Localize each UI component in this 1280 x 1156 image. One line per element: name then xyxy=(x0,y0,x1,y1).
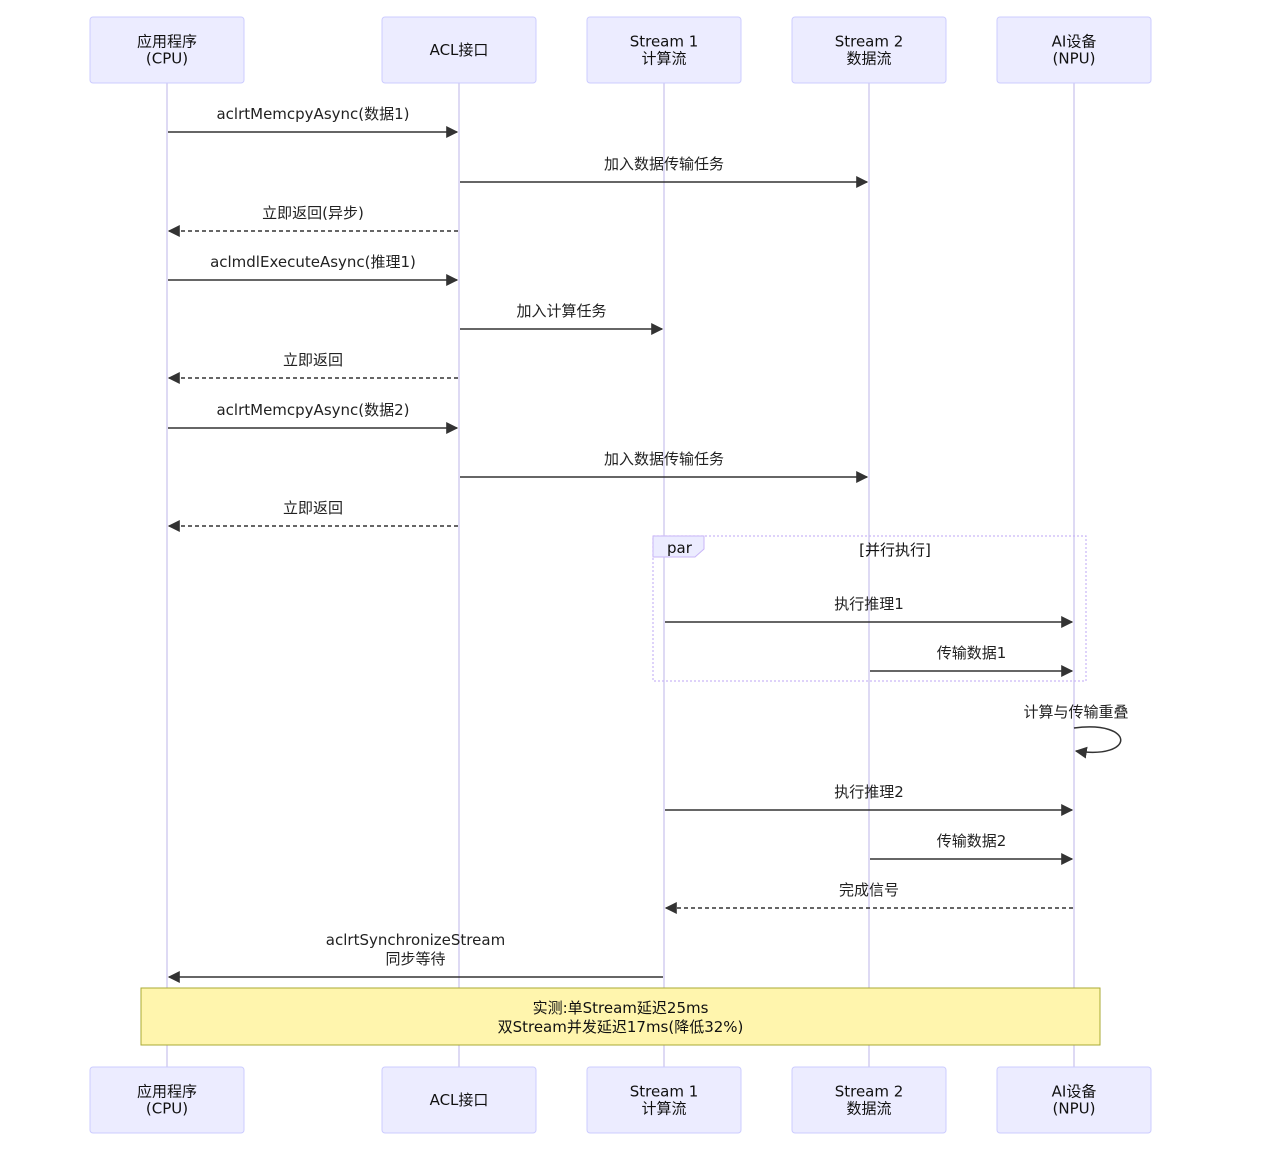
participant-box xyxy=(381,16,537,84)
message-label: 加入数据传输任务 xyxy=(604,155,724,173)
participant-npu-bottom: AI设备(NPU) xyxy=(996,1066,1152,1134)
participant-label: 数据流 xyxy=(846,1100,891,1118)
messages-layer: aclrtMemcpyAsync(数据1)加入数据传输任务立即返回(异步)acl… xyxy=(167,105,1129,983)
participant-label: 应用程序 xyxy=(137,33,197,51)
participant-box xyxy=(996,16,1152,84)
self-message-arrow xyxy=(1073,726,1122,759)
participant-label: ACL接口 xyxy=(430,1091,489,1109)
note-text: 实测:单Stream延迟25ms xyxy=(533,999,709,1017)
message-10: 执行推理1 xyxy=(665,595,1074,628)
participant-box xyxy=(586,1066,742,1134)
message-label: 完成信号 xyxy=(839,881,899,899)
par-frame xyxy=(652,535,1087,682)
message-5: 加入计算任务 xyxy=(460,302,664,335)
participant-label: ACL接口 xyxy=(430,41,489,59)
participant-box xyxy=(791,1066,947,1134)
message-1: aclrtMemcpyAsync(数据1) xyxy=(168,105,459,138)
lifelines-layer xyxy=(166,83,1075,1067)
par-block: par [并行执行] xyxy=(652,535,1087,682)
message-12: 计算与传输重叠 xyxy=(1023,703,1129,759)
message-7: aclrtMemcpyAsync(数据2) xyxy=(168,401,459,434)
message-label: aclmdlExecuteAsync(推理1) xyxy=(210,253,416,271)
participant-box xyxy=(586,16,742,84)
message-14: 传输数据2 xyxy=(870,832,1074,865)
participant-box xyxy=(996,1066,1152,1134)
message-15: 完成信号 xyxy=(664,881,1073,914)
message-8: 加入数据传输任务 xyxy=(460,450,869,483)
par-condition: [并行执行] xyxy=(859,541,931,559)
participant-label: (CPU) xyxy=(146,50,188,68)
message-label: 立即返回 xyxy=(283,351,343,369)
message-label: aclrtMemcpyAsync(数据1) xyxy=(216,105,409,123)
message-label: 立即返回(异步) xyxy=(262,204,364,222)
participant-label: Stream 2 xyxy=(835,33,904,51)
message-label: 执行推理1 xyxy=(834,595,904,613)
participant-npu-top: AI设备(NPU) xyxy=(996,16,1152,84)
participant-label: 计算流 xyxy=(641,50,686,68)
participant-label: 计算流 xyxy=(641,1100,686,1118)
message-4: aclmdlExecuteAsync(推理1) xyxy=(168,253,459,286)
participant-label: Stream 1 xyxy=(630,33,699,51)
participant-label: (NPU) xyxy=(1053,50,1096,68)
participant-label: (CPU) xyxy=(146,1100,188,1118)
message-11: 传输数据1 xyxy=(870,644,1074,677)
message-label: 立即返回 xyxy=(283,499,343,517)
participant-label: AI设备 xyxy=(1052,33,1097,51)
message-label: 加入数据传输任务 xyxy=(604,450,724,468)
participant-label: Stream 2 xyxy=(835,1083,904,1101)
message-2: 加入数据传输任务 xyxy=(460,155,869,188)
message-label: 加入计算任务 xyxy=(516,302,606,320)
message-label: aclrtSynchronizeStream xyxy=(326,931,505,949)
participant-box xyxy=(791,16,947,84)
participant-box xyxy=(89,16,245,84)
message-6: 立即返回 xyxy=(167,351,458,384)
message-3: 立即返回(异步) xyxy=(167,204,458,237)
participant-acl-top: ACL接口 xyxy=(381,16,537,84)
message-label: aclrtMemcpyAsync(数据2) xyxy=(216,401,409,419)
message-13: 执行推理2 xyxy=(665,783,1074,816)
message-label: 同步等待 xyxy=(385,950,445,968)
participant-box xyxy=(381,1066,537,1134)
participant-label: 应用程序 xyxy=(137,1083,197,1101)
message-label: 传输数据2 xyxy=(937,832,1007,850)
par-tab xyxy=(652,535,705,558)
message-label: 计算与传输重叠 xyxy=(1023,703,1128,721)
message-9: 立即返回 xyxy=(167,499,458,532)
participant-label: (NPU) xyxy=(1053,1100,1096,1118)
participant-app-top: 应用程序(CPU) xyxy=(89,16,245,84)
note-text: 双Stream并发延迟17ms(降低32%) xyxy=(498,1018,744,1036)
message-label: 传输数据1 xyxy=(937,644,1007,662)
par-keyword: par xyxy=(667,539,693,557)
participant-label: 数据流 xyxy=(846,50,891,68)
message-label: 执行推理2 xyxy=(834,783,904,801)
participant-app-bottom: 应用程序(CPU) xyxy=(89,1066,245,1134)
participant-box xyxy=(89,1066,245,1134)
participant-label: Stream 1 xyxy=(630,1083,699,1101)
note-box xyxy=(140,987,1101,1046)
participant-label: AI设备 xyxy=(1052,1083,1097,1101)
participant-acl-bottom: ACL接口 xyxy=(381,1066,537,1134)
